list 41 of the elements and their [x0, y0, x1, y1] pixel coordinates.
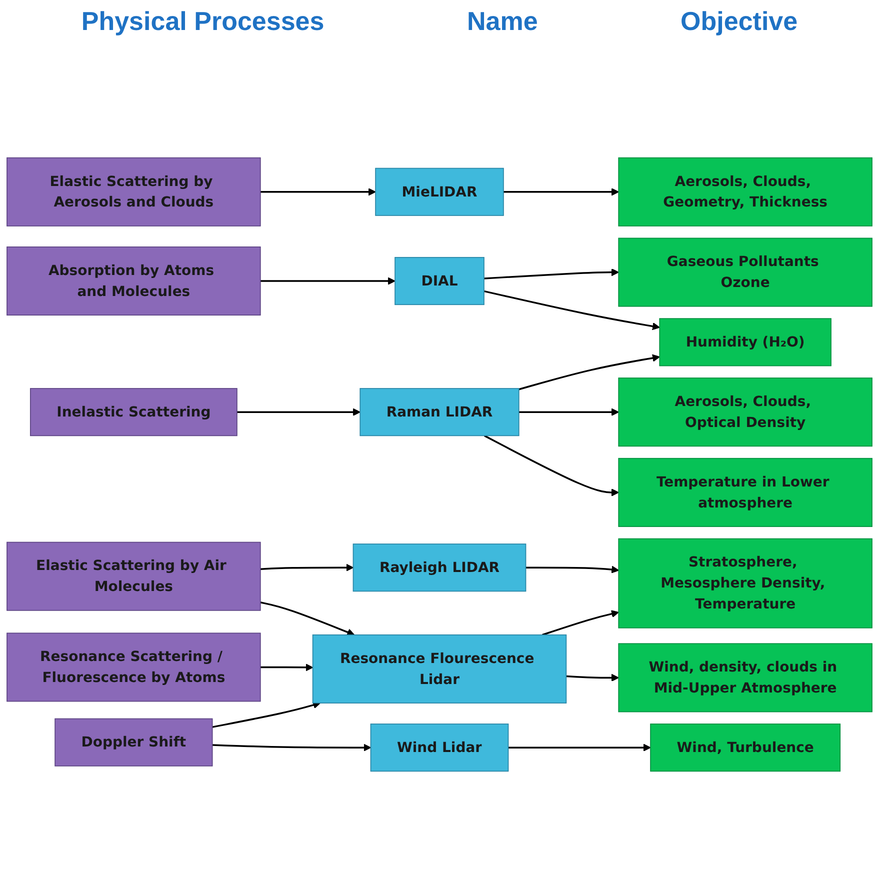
node-box: Wind, Turbulence	[650, 724, 841, 772]
arrow	[526, 566, 619, 574]
arrow	[236, 408, 360, 416]
node-box: Gaseous Pollutants Ozone	[618, 238, 872, 307]
node-box: Wind Lidar	[370, 724, 509, 772]
node-box: Temperature in Lower atmosphere	[618, 458, 872, 527]
column-heading: Physical Processes	[81, 6, 324, 37]
node-box: Humidity (H₂O)	[659, 318, 832, 366]
node-box: Stratosphere, Mesosphere Density, Temperature	[618, 538, 872, 628]
node-box: Doppler Shift	[54, 718, 213, 766]
arrow	[518, 354, 660, 390]
arrow	[260, 188, 376, 196]
arrow	[484, 434, 619, 496]
node-box: Rayleigh LIDAR	[352, 544, 526, 592]
arrow	[484, 268, 619, 280]
node-box: Aerosols, Clouds, Optical Density	[618, 378, 872, 447]
arrow	[260, 602, 355, 636]
node-box: Elastic Scattering by Aerosols and Clouds	[6, 157, 261, 226]
node-box: Wind, density, clouds in Mid-Upper Atmosphere	[618, 643, 872, 712]
arrow	[503, 188, 619, 196]
column-heading: Objective	[680, 6, 798, 37]
arrow	[484, 290, 660, 330]
arrow	[566, 674, 619, 682]
column-heading: Name	[466, 6, 538, 37]
arrow	[260, 277, 396, 285]
arrow	[212, 701, 321, 728]
node-box: DIAL	[394, 256, 484, 306]
node-box: MieLIDAR	[375, 168, 504, 216]
arrow	[260, 664, 314, 672]
node-box: Inelastic Scattering	[30, 388, 238, 436]
arrow	[542, 610, 619, 636]
node-box: Resonance Scattering / Fluorescence by Atoms	[6, 632, 261, 702]
arrow	[518, 408, 619, 416]
arrow	[260, 564, 354, 572]
node-box: Resonance Flourescence Lidar	[312, 634, 567, 704]
arrow	[508, 744, 651, 752]
arrow	[212, 744, 372, 752]
node-box: Absorption by Atoms and Molecules	[6, 246, 261, 316]
node-box: Elastic Scattering by Air Molecules	[6, 542, 261, 611]
node-box: Raman LIDAR	[360, 388, 520, 436]
node-box: Aerosols, Clouds, Geometry, Thickness	[618, 157, 872, 226]
